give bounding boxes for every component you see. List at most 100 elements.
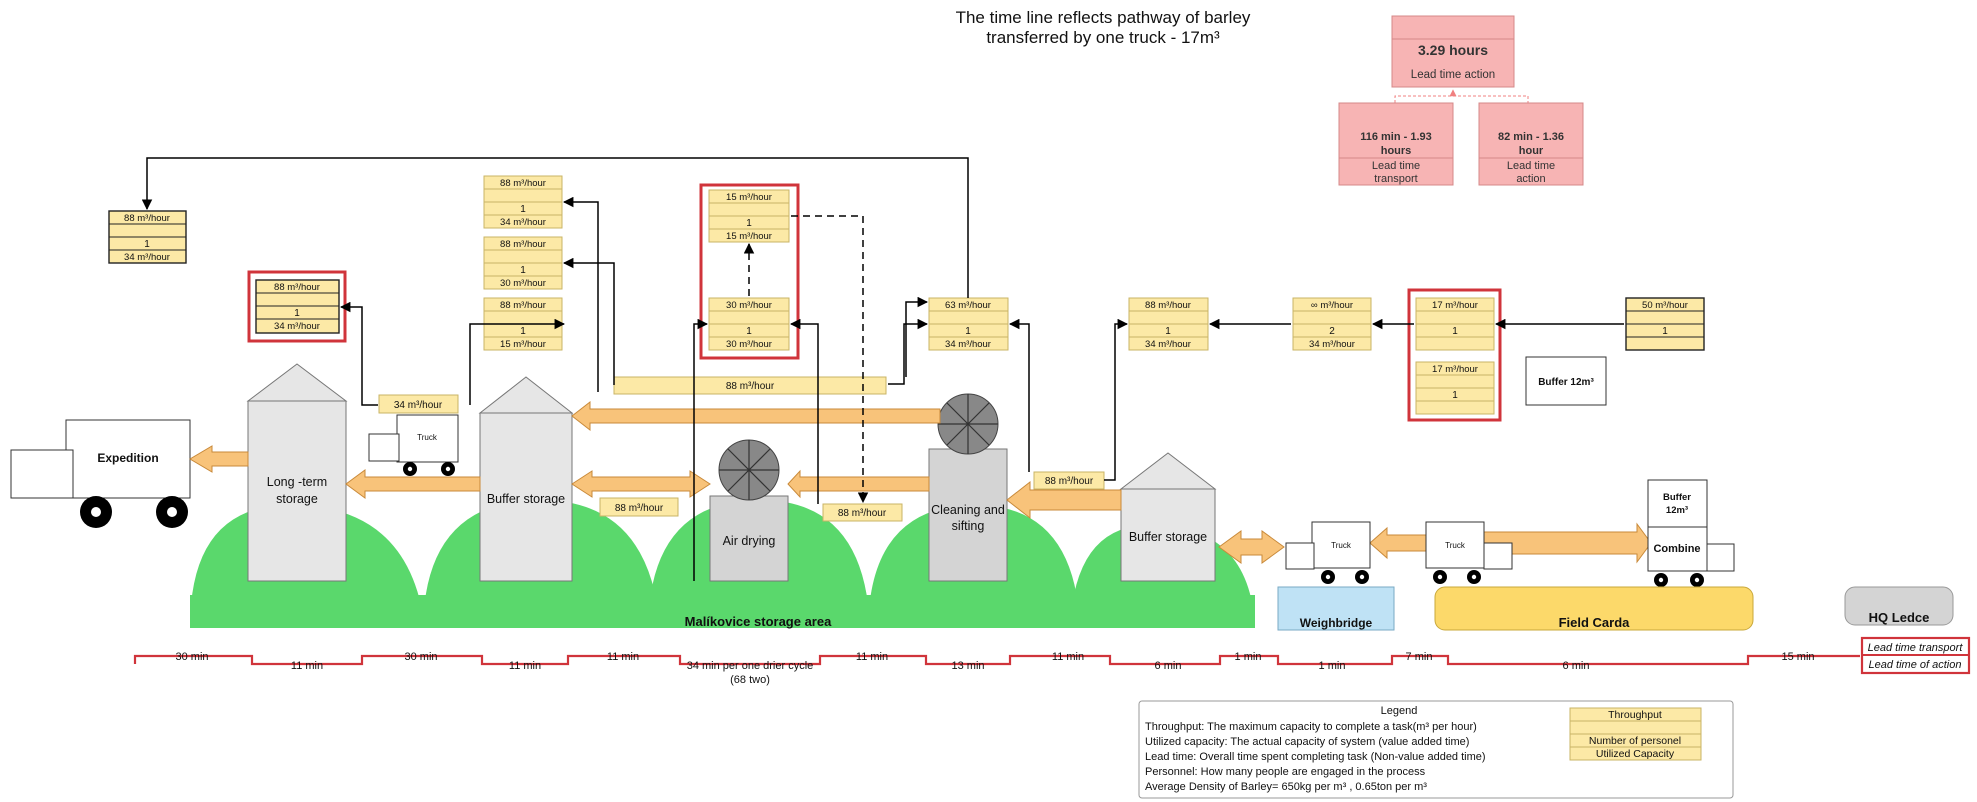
expedition-truck xyxy=(11,420,190,528)
data-box-expedition: 88 m³/hour 1 34 m³/hour xyxy=(109,211,186,263)
svg-text:11 min: 11 min xyxy=(856,651,888,663)
svg-text:1: 1 xyxy=(746,218,752,229)
svg-text:(68 two): (68 two) xyxy=(730,674,770,686)
svg-text:13 min: 13 min xyxy=(951,660,984,672)
long-term-storage-label-2: storage xyxy=(276,492,318,506)
small-truck-left-label: Truck xyxy=(417,433,438,442)
svg-text:88 m³/hour: 88 m³/hour xyxy=(274,282,320,293)
svg-text:1: 1 xyxy=(520,326,526,337)
lead-time-transport-value-2: hours xyxy=(1381,145,1412,157)
legend-title: Legend xyxy=(1381,705,1418,717)
svg-text:63 m³/hour: 63 m³/hour xyxy=(945,300,991,311)
legend-line-utilized: Utilized capacity: The actual capacity o… xyxy=(1145,736,1469,748)
data-box-drier-top: 15 m³/hour 1 15 m³/hour xyxy=(709,190,789,242)
buffer-storage-right-label: Buffer storage xyxy=(1129,530,1207,544)
long-term-storage xyxy=(248,364,346,581)
air-drying-label: Air drying xyxy=(723,534,776,548)
svg-text:11 min: 11 min xyxy=(1052,651,1084,663)
svg-text:1: 1 xyxy=(746,326,752,337)
lead-time-summary: 3.29 hours Lead time action 116 min - 1.… xyxy=(1339,16,1583,185)
legend-key-personnel: Number of personel xyxy=(1589,735,1681,747)
svg-text:50 m³/hour: 50 m³/hour xyxy=(1642,300,1688,311)
svg-text:88 m³/hour: 88 m³/hour xyxy=(124,213,170,224)
data-box-truck-a: 17 m³/hour 1 xyxy=(1416,298,1494,350)
svg-text:15 m³/hour: 15 m³/hour xyxy=(500,339,546,350)
svg-text:∞ m³/hour: ∞ m³/hour xyxy=(1311,300,1353,311)
lead-time-transport-value-1: 116 min - 1.93 xyxy=(1360,131,1432,143)
svg-text:15 min: 15 min xyxy=(1781,651,1814,663)
weighbridge-truck xyxy=(1286,522,1370,584)
svg-text:1 min: 1 min xyxy=(1235,651,1262,663)
small-truck-left xyxy=(369,415,458,476)
flow-label-truck-out: 34 m³/hour xyxy=(379,395,458,413)
svg-text:88 m³/hour: 88 m³/hour xyxy=(1145,300,1191,311)
flow-label-cleaning-in: 88 m³/hour xyxy=(1034,472,1104,489)
svg-text:11 min: 11 min xyxy=(509,660,541,672)
flow-label-buffer-to-drier: 88 m³/hour xyxy=(600,498,678,516)
svg-text:34 m³/hour: 34 m³/hour xyxy=(124,252,170,263)
svg-text:30 m³/hour: 30 m³/hour xyxy=(500,278,546,289)
legend-line-density: Average Density of Barley= 650kg per m³ … xyxy=(1145,781,1427,793)
data-box-combine: 50 m³/hour 1 xyxy=(1626,298,1704,350)
legend-line-personnel: Personnel: How many people are engaged i… xyxy=(1145,766,1426,778)
svg-text:34 m³/hour: 34 m³/hour xyxy=(1309,339,1355,350)
svg-text:30 m³/hour: 30 m³/hour xyxy=(726,300,772,311)
buffer-12-label: Buffer 12m³ xyxy=(1538,377,1594,388)
legend-key-throughput: Throughput xyxy=(1608,709,1662,721)
lead-time-action-value-2: hour xyxy=(1519,145,1544,157)
svg-text:1: 1 xyxy=(1662,326,1668,337)
cleaning-sifting xyxy=(929,394,1007,581)
svg-text:34 m³/hour: 34 m³/hour xyxy=(394,400,443,411)
lead-time-total: 3.29 hours xyxy=(1418,42,1488,58)
svg-text:88 m³/hour: 88 m³/hour xyxy=(838,508,887,519)
expedition-label: Expedition xyxy=(97,451,158,465)
data-box-drier: 30 m³/hour 1 30 m³/hour xyxy=(709,298,789,350)
data-box-buffer-right: 88 m³/hour 1 34 m³/hour xyxy=(1129,298,1208,350)
lead-time-transport-label-2: transport xyxy=(1374,173,1417,185)
cleaning-label-2: sifting xyxy=(952,519,985,533)
svg-text:1: 1 xyxy=(520,204,526,215)
svg-text:30 min: 30 min xyxy=(175,651,208,663)
svg-text:6 min: 6 min xyxy=(1563,660,1590,672)
field-truck-label: Truck xyxy=(1445,541,1466,550)
long-term-storage-label-1: Long -term xyxy=(267,475,327,489)
svg-text:Lead time of action: Lead time of action xyxy=(1869,659,1962,671)
weighbridge-label: Weighbridge xyxy=(1300,616,1373,630)
svg-text:1: 1 xyxy=(520,265,526,276)
legend-line-throughput: Throughput: The maximum capacity to comp… xyxy=(1145,721,1477,733)
svg-text:11 min: 11 min xyxy=(607,651,639,663)
flow-label-drier: 88 m³/hour xyxy=(823,504,902,521)
legend-key-utilized: Utilized Capacity xyxy=(1596,748,1675,760)
svg-text:34 m³/hour: 34 m³/hour xyxy=(500,217,546,228)
data-box-weighbridge: ∞ m³/hour 2 34 m³/hour xyxy=(1293,298,1371,350)
svg-text:34 min per one drier cycle: 34 min per one drier cycle xyxy=(687,660,814,672)
svg-text:1: 1 xyxy=(965,326,971,337)
svg-text:2: 2 xyxy=(1329,326,1335,337)
svg-text:1 min: 1 min xyxy=(1319,660,1346,672)
lead-time-action-label-2: action xyxy=(1516,173,1545,185)
svg-text:1: 1 xyxy=(1452,326,1458,337)
timeline-step-line xyxy=(135,656,1860,664)
buffer-storage-right xyxy=(1121,453,1215,581)
field-label: Field Carda xyxy=(1559,615,1631,630)
svg-text:34 m³/hour: 34 m³/hour xyxy=(1145,339,1191,350)
buffer-storage xyxy=(480,377,572,581)
svg-text:34 m³/hour: 34 m³/hour xyxy=(274,321,320,332)
svg-text:88 m³/hour: 88 m³/hour xyxy=(1045,476,1094,487)
data-box-truck-b: 17 m³/hour 1 xyxy=(1416,362,1494,414)
svg-text:88 m³/hour: 88 m³/hour xyxy=(726,381,775,392)
svg-text:34 m³/hour: 34 m³/hour xyxy=(945,339,991,350)
legend-line-lead-time: Lead time: Overall time spent completing… xyxy=(1145,751,1486,763)
svg-text:6 min: 6 min xyxy=(1155,660,1182,672)
svg-text:15 m³/hour: 15 m³/hour xyxy=(726,192,772,203)
lead-time-action-label-1: Lead time xyxy=(1507,160,1555,172)
title-line-1: The time line reflects pathway of barley xyxy=(956,8,1251,27)
svg-text:1: 1 xyxy=(1165,326,1171,337)
data-box-cleaning: 63 m³/hour 1 34 m³/hour xyxy=(929,298,1008,350)
svg-text:7 min: 7 min xyxy=(1406,651,1433,663)
svg-text:30 min: 30 min xyxy=(404,651,437,663)
svg-text:88 m³/hour: 88 m³/hour xyxy=(500,300,546,311)
combine-buffer-label-1: Buffer xyxy=(1663,492,1691,503)
data-box-buffer-b: 88 m³/hour 1 30 m³/hour xyxy=(484,237,562,289)
